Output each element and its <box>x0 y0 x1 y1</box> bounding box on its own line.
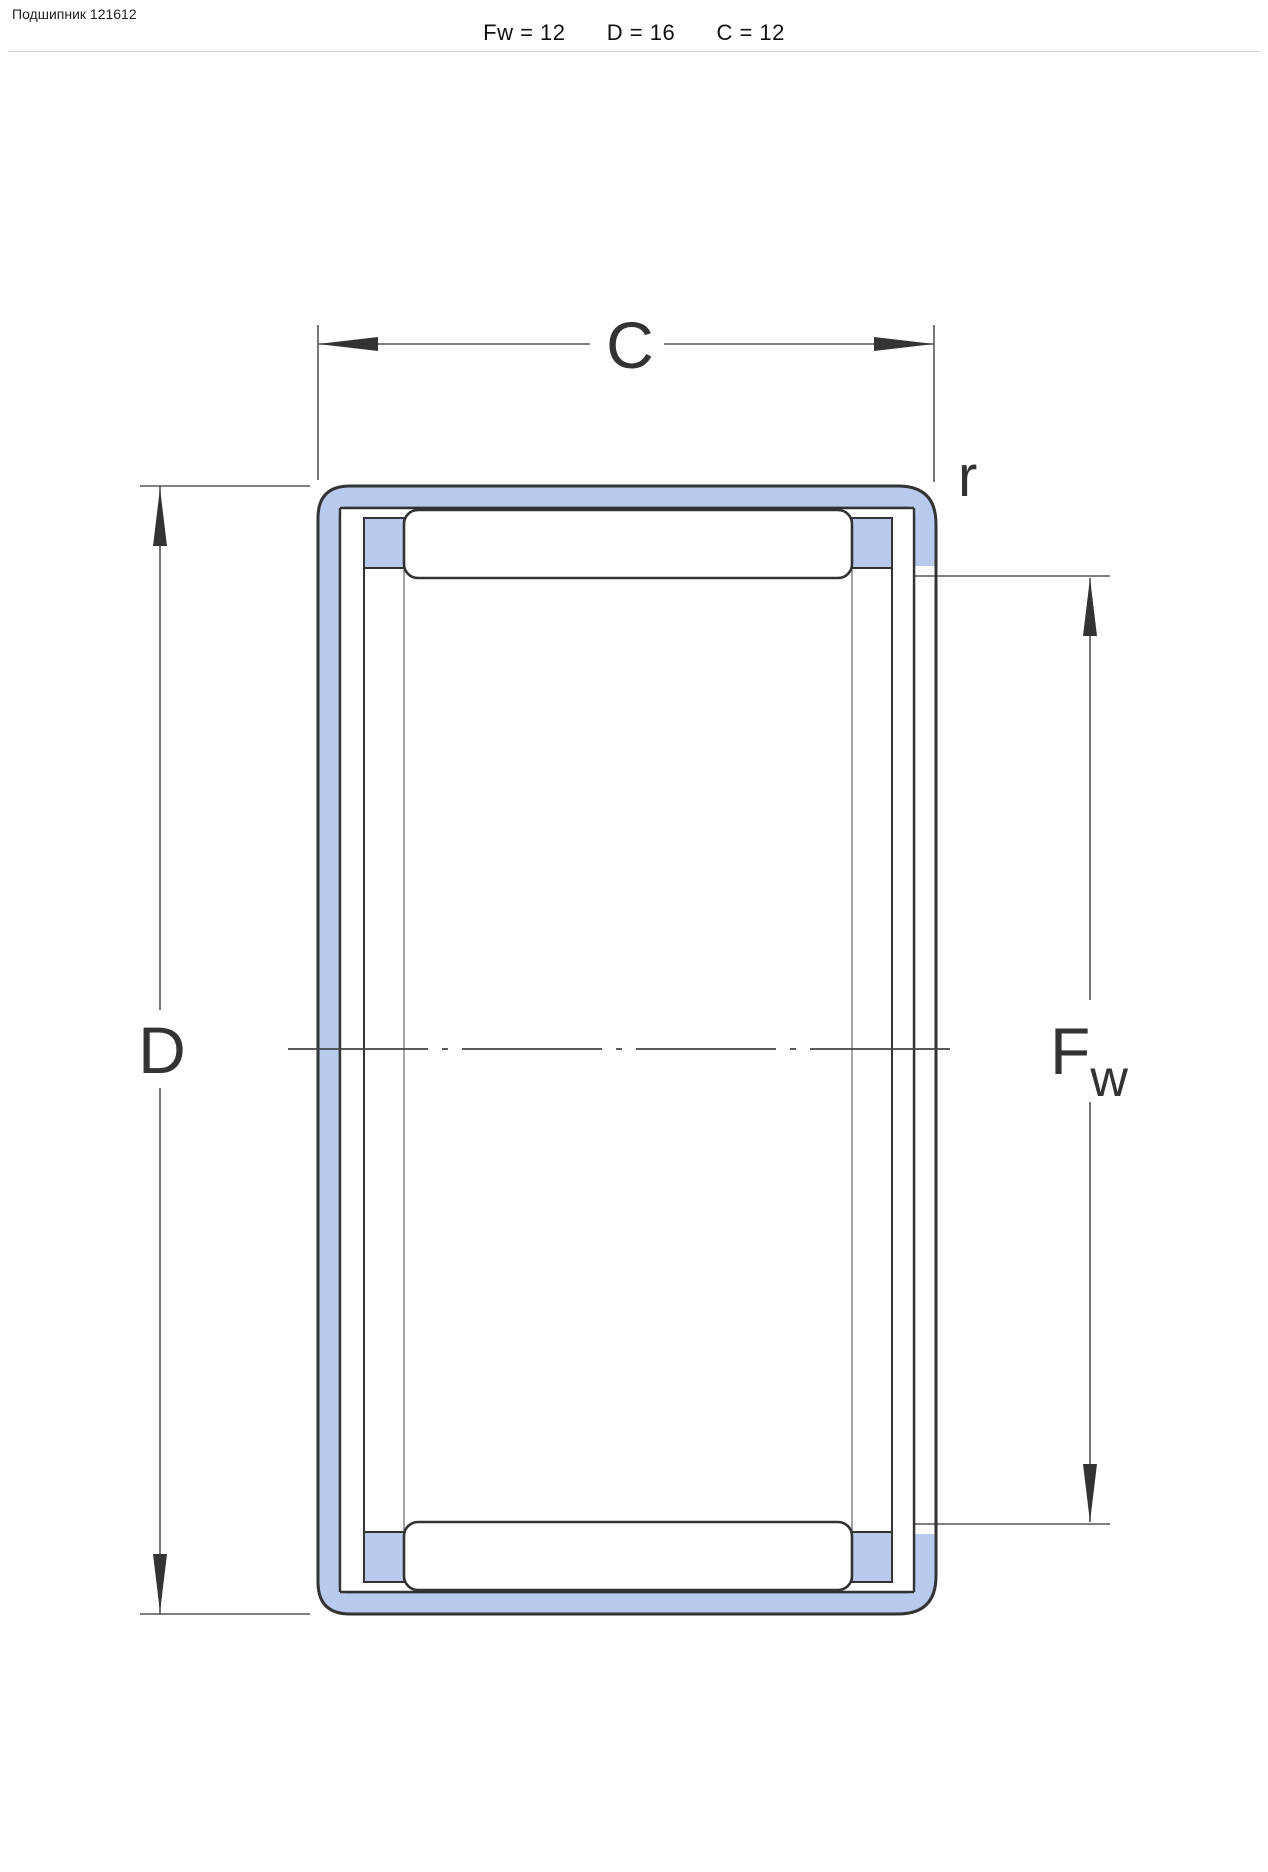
needle-roller-top <box>402 508 854 580</box>
label-c: C <box>606 308 654 382</box>
dim-fw-value: Fw = 12 <box>483 20 566 45</box>
label-fw: Fw <box>1050 1014 1128 1108</box>
cage-pocket-bottom-left <box>363 1531 405 1583</box>
outer-cup <box>316 484 938 1616</box>
arrow-d-top <box>153 488 167 546</box>
label-d: D <box>138 1013 186 1087</box>
arrow-d-bottom <box>153 1554 167 1612</box>
label-r: r <box>958 444 977 509</box>
arrow-fw-bottom <box>1083 1464 1097 1522</box>
label-fw-main: F <box>1050 1014 1090 1088</box>
header-divider <box>8 51 1260 52</box>
cage-pocket-top-right <box>851 517 893 569</box>
needle-roller-bottom <box>402 1520 854 1592</box>
cage-pocket-top-left <box>363 517 405 569</box>
dimension-summary: Fw = 12 D = 16 C = 12 <box>0 20 1268 46</box>
dim-d-value: D = 16 <box>606 20 676 45</box>
label-fw-sub: w <box>1089 1050 1128 1108</box>
needle-rollers <box>402 508 854 1592</box>
dimension-d <box>140 485 310 1615</box>
page-title: Подшипник 121612 <box>12 6 137 22</box>
cage <box>363 517 893 1583</box>
arrow-c-right <box>874 337 934 351</box>
arrow-c-left <box>318 337 378 351</box>
dim-c-value: C = 12 <box>716 20 785 45</box>
cup-outer-contour <box>316 484 938 1616</box>
arrow-fw-top <box>1083 578 1097 636</box>
cup-bore <box>341 509 913 1591</box>
cage-pocket-bottom-right <box>851 1531 893 1583</box>
